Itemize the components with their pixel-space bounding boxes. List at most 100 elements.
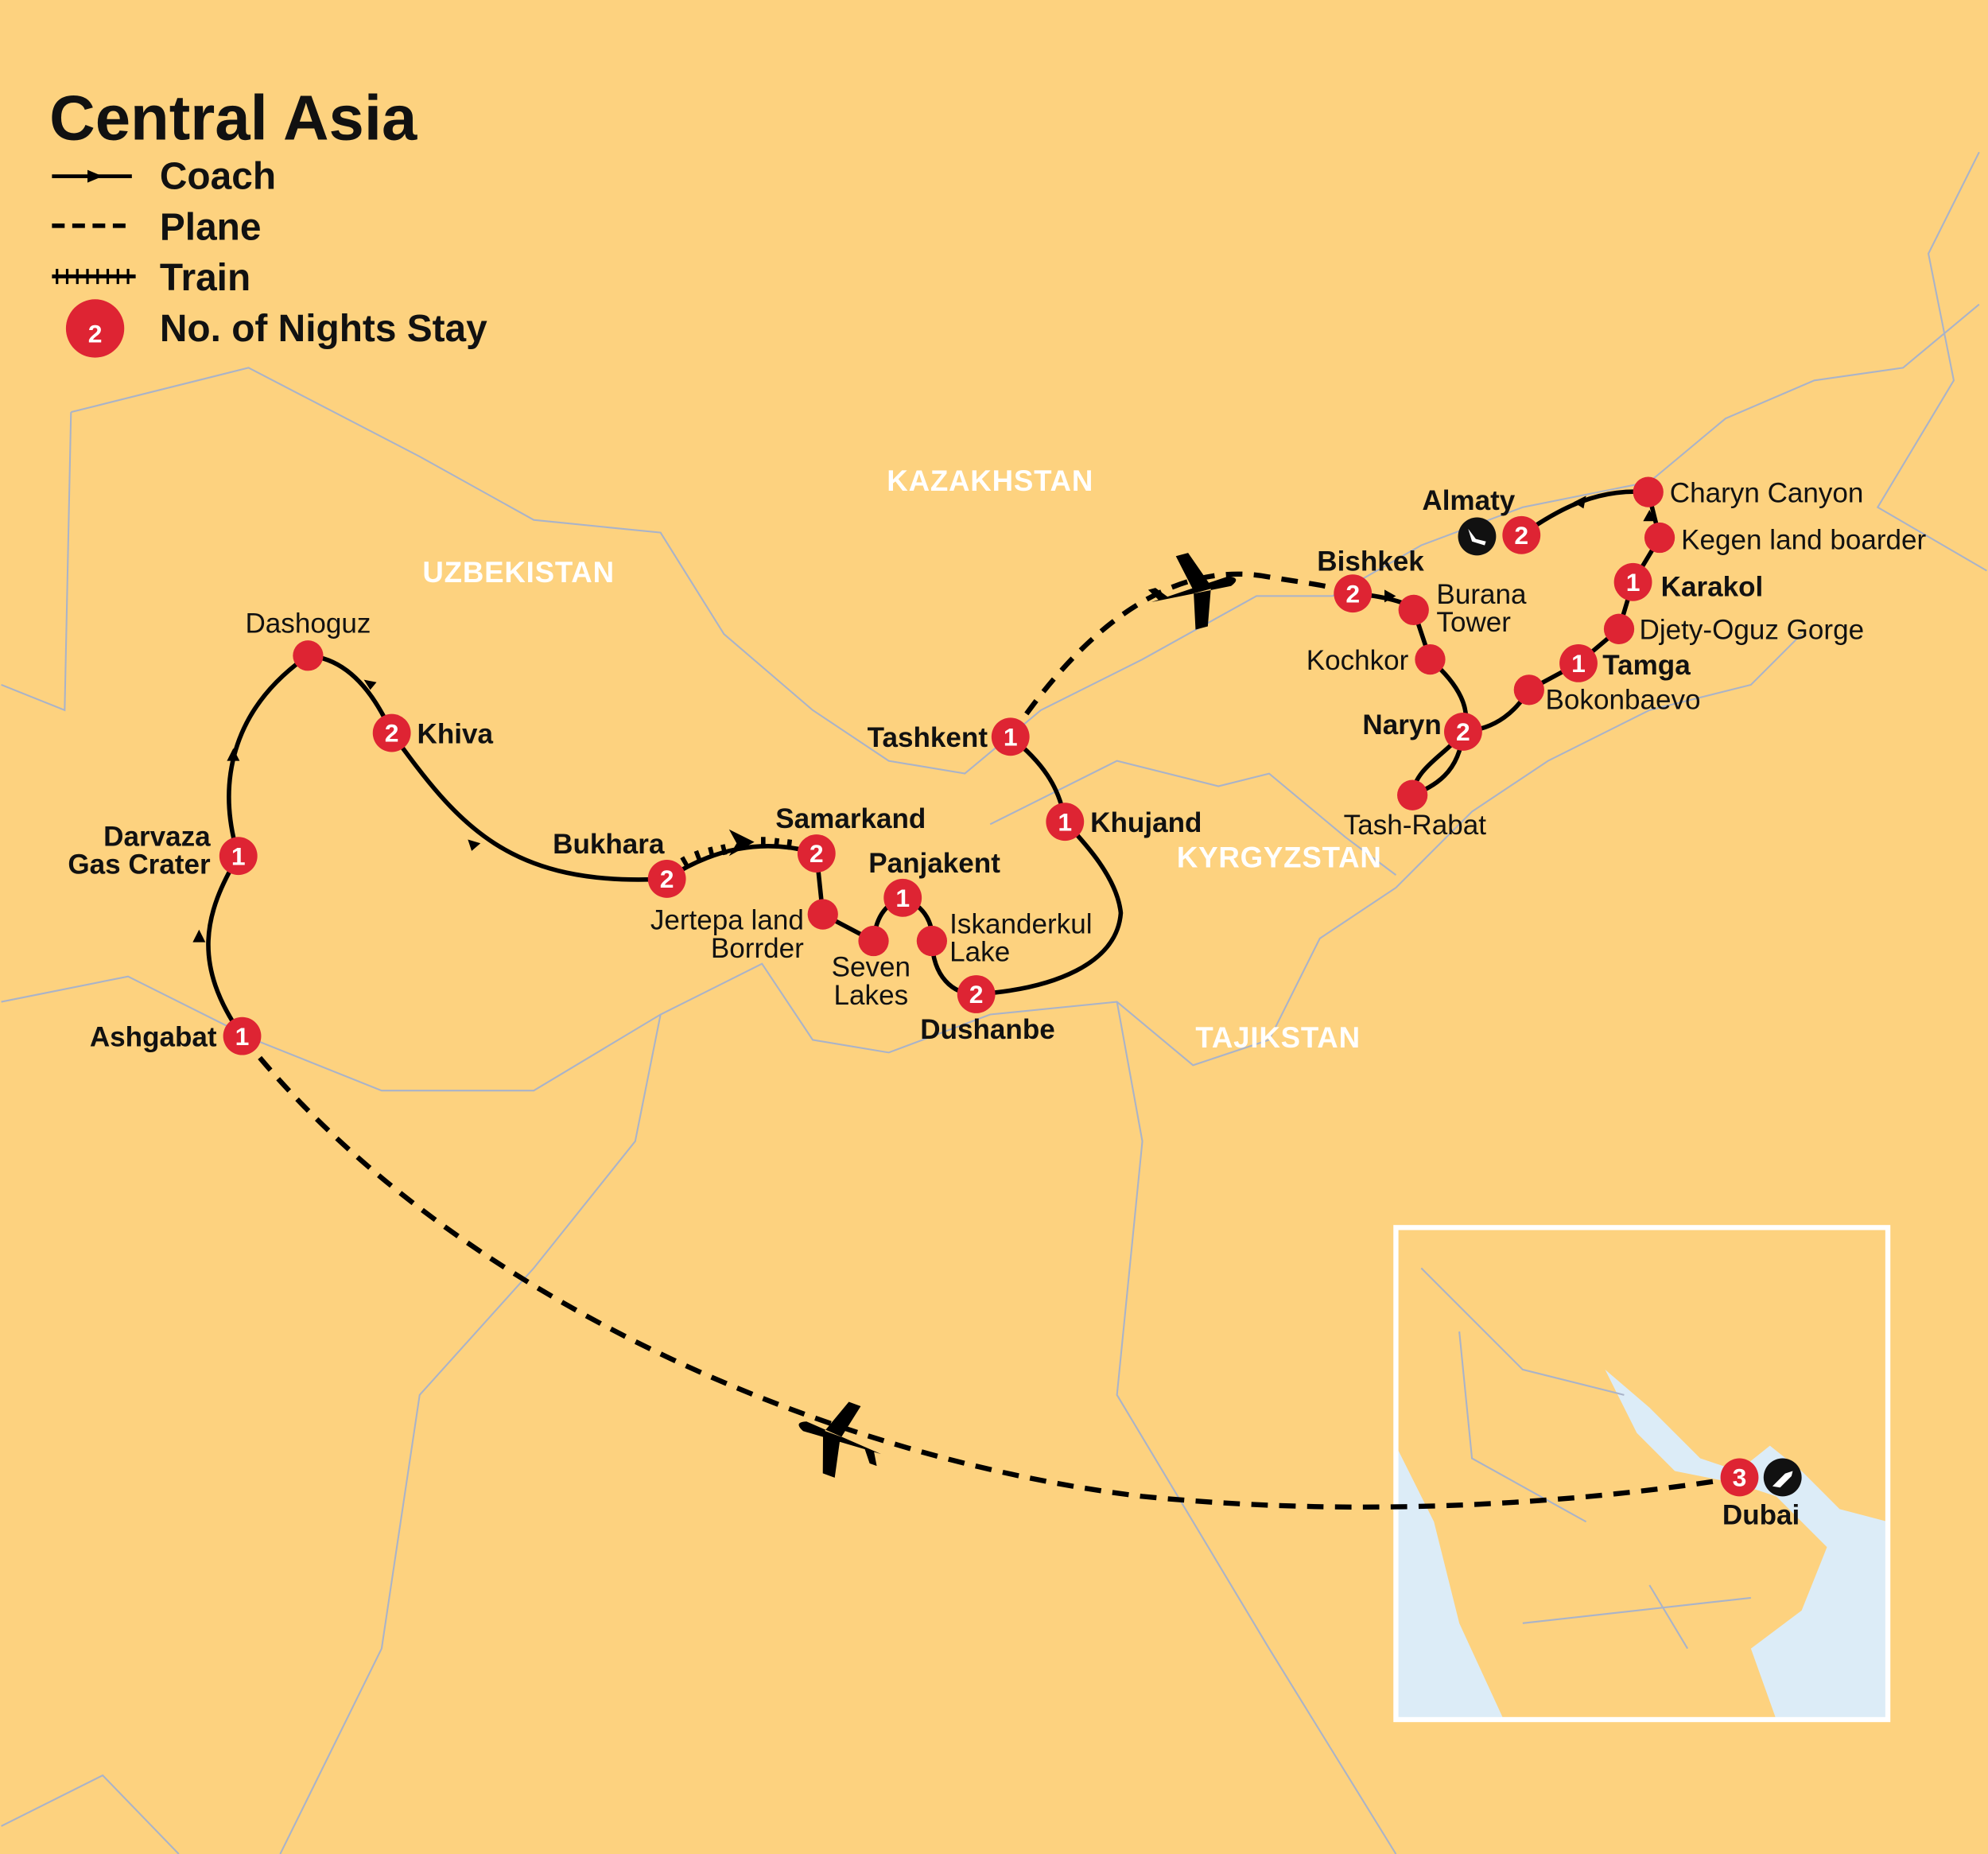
stop-label: Iskanderkul: [949, 908, 1092, 939]
stop-charyn-canyon: Charyn Canyon: [1633, 476, 1863, 508]
stop-label: Ashgabat: [90, 1021, 217, 1052]
stop-dashoguz: Dashoguz: [245, 608, 371, 671]
nights-count: 2: [810, 839, 824, 868]
stop-marker: [957, 975, 996, 1013]
stop-label: Kegen land boarder: [1681, 524, 1926, 555]
country-tajikistan: TAJIKSTAN: [1195, 1021, 1360, 1054]
stop-label: Panjakent: [868, 848, 1000, 879]
stop-marker: [293, 640, 324, 671]
stop-label: Bukhara: [553, 829, 665, 860]
stop-label: Khiva: [417, 718, 494, 749]
stop-label: Djety-Oguz Gorge: [1640, 615, 1865, 646]
stop-label: Jertepa land: [650, 905, 804, 936]
nights-count: 1: [1571, 649, 1586, 678]
stop-label: Naryn: [1362, 709, 1441, 740]
stop-marker: [1613, 562, 1652, 601]
country-uzbekistan: UZBEKISTAN: [422, 556, 614, 589]
stop-marker: [1559, 643, 1598, 682]
stop-marker: [1334, 574, 1373, 613]
stop-label: Samarkand: [775, 803, 926, 834]
inset-frame: [1393, 1225, 1891, 1723]
stop-bokonbaevo: Bokonbaevo: [1513, 674, 1701, 715]
legend-coach: Coach: [160, 156, 276, 198]
stop-label: Tash-Rabat: [1344, 810, 1487, 841]
country-borders: [1, 151, 1987, 1854]
stop-panjakent: 1 Panjakent: [868, 848, 1000, 917]
stop-djety-oguz-gorge: Djety-Oguz Gorge: [1603, 613, 1865, 646]
stop-marker: [1398, 594, 1429, 626]
stop-marker: [647, 859, 686, 898]
stop-marker: [883, 878, 922, 917]
airport-icon-dubai: [1763, 1458, 1802, 1497]
stop-label: Dashoguz: [245, 608, 371, 639]
plane-icon: [1147, 553, 1237, 630]
stop-marker: [1720, 1458, 1759, 1497]
stop-label: Seven: [832, 952, 911, 983]
stop-label: Dubai: [1722, 1499, 1800, 1530]
stop-label: Almaty: [1422, 485, 1515, 516]
stop-bukhara: 2 Bukhara: [553, 829, 686, 898]
nights-count: 2: [660, 865, 674, 893]
stop-marker: [1502, 515, 1541, 554]
stop-marker: [372, 713, 411, 752]
nights-count: 2: [1456, 717, 1470, 746]
flight-dubai-ashgabat: [240, 1034, 1741, 1510]
legend: Central Asia Coach Plane Train 2 No. of …: [49, 82, 487, 358]
stop-kochkor: Kochkor: [1307, 643, 1446, 676]
stop-label: Bishkek: [1317, 546, 1424, 577]
stop-marker: [1397, 779, 1428, 810]
nights-marker-sample: [65, 299, 125, 358]
country-kyrgyzstan: KYRGYZSTAN: [1177, 841, 1382, 874]
stop-marker: [797, 834, 836, 873]
stop-marker: [1603, 613, 1635, 644]
nights-count: 1: [1004, 723, 1018, 752]
nights-count: 2: [969, 980, 984, 1009]
plane-icon: [798, 1401, 882, 1478]
svg-text:2: 2: [88, 319, 103, 348]
map-title: Central Asia: [49, 82, 417, 153]
stop-naryn: 2 Naryn: [1362, 709, 1482, 751]
stop-samarkand: 2 Samarkand: [775, 803, 926, 873]
stop-marker: [1046, 803, 1085, 841]
nights-count: 1: [1626, 568, 1640, 597]
country-labels: KAZAKHSTAN UZBEKISTAN KYRGYZSTAN TAJIKST…: [422, 464, 1382, 1054]
stop-marker: [1513, 674, 1544, 705]
country-kazakhstan: KAZAKHSTAN: [887, 464, 1093, 497]
stop-label: Burana: [1436, 579, 1527, 610]
stop-marker: [858, 925, 889, 957]
stop-label: Khujand: [1090, 807, 1202, 838]
stop-label: Lake: [949, 937, 1010, 968]
stop-label: Dushanbe: [920, 1014, 1055, 1045]
stop-marker: [1633, 476, 1664, 507]
legend-nights: No. of Nights Stay: [160, 308, 487, 350]
stop-tash-rabat: Tash-Rabat: [1344, 779, 1487, 841]
legend-plane: Plane: [160, 206, 262, 248]
direction-arrows: [192, 496, 1656, 943]
stop-marker: [223, 1016, 262, 1055]
nights-count: 1: [895, 884, 910, 912]
stop-label: Bokonbaevo: [1546, 684, 1701, 715]
stop-marker: [1415, 643, 1446, 675]
stop-label: Tamga: [1602, 650, 1691, 681]
stop-label: Borrder: [711, 933, 804, 964]
airport-icon-almaty: [1458, 517, 1497, 556]
nights-count: 2: [385, 719, 399, 748]
stop-marker: [1644, 522, 1675, 554]
stop-marker: [219, 837, 258, 876]
nights-count: 1: [231, 841, 246, 870]
flight-tashkent-bishkek: [1008, 571, 1354, 739]
stop-marker: [916, 925, 948, 957]
